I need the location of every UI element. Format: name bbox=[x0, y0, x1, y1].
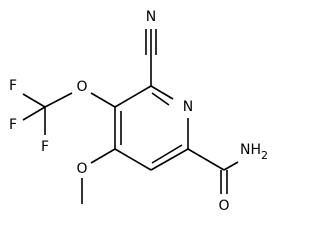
bond-n1-c2-inner bbox=[151, 92, 170, 106]
fluorine-1-label: F bbox=[9, 78, 17, 94]
bond-c4-c5 bbox=[114, 148, 152, 171]
bond-n1-c2 bbox=[150, 85, 174, 100]
fluorine-2-label: F bbox=[9, 117, 17, 133]
ether-o-label: O bbox=[76, 79, 87, 95]
nitrile-n-label: N bbox=[146, 9, 156, 25]
methoxy-o-label: O bbox=[76, 161, 87, 177]
bond-c2-c3 bbox=[114, 85, 152, 108]
chemical-structure-diagram: N N O O F F F NH2 O bbox=[9, 9, 268, 214]
bond-c4-o bbox=[90, 148, 116, 164]
bond-c5-c6-inner bbox=[151, 144, 183, 164]
bond-o-cf3 bbox=[44, 92, 73, 108]
bond-c-f2 bbox=[22, 106, 46, 121]
bond-c5-c6 bbox=[150, 148, 189, 171]
bond-c-f1 bbox=[22, 93, 46, 108]
bond-camide-n bbox=[223, 161, 239, 171]
amide-n-label: NH2 bbox=[240, 142, 268, 162]
ring-n-label: N bbox=[183, 99, 193, 115]
carbonyl-o-label: O bbox=[218, 198, 229, 214]
fluorine-3-label: F bbox=[41, 139, 49, 155]
bond-c6-camide bbox=[187, 148, 225, 171]
amide-n-subscript: 2 bbox=[261, 149, 268, 162]
bond-c3-o bbox=[90, 92, 116, 108]
amide-n-text: NH bbox=[240, 142, 261, 158]
